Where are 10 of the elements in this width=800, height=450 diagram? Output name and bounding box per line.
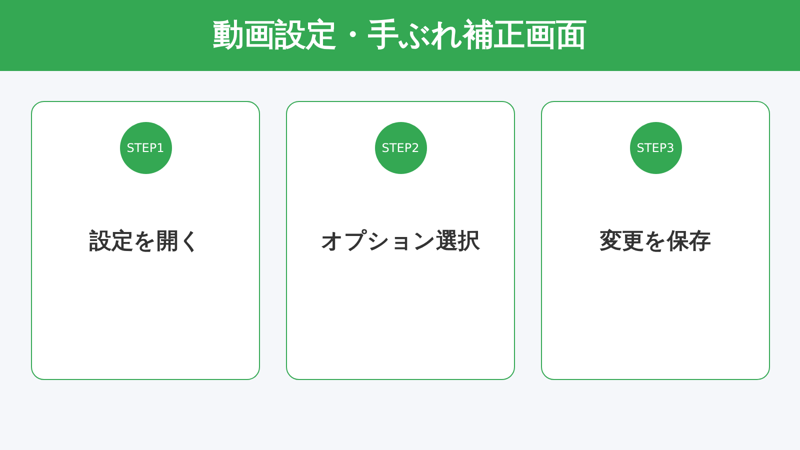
step-label: オプション選択 — [321, 228, 480, 256]
step-circle: STEP3 — [630, 122, 682, 174]
step-card — [541, 101, 770, 380]
step-circle: STEP2 — [374, 122, 426, 174]
step-card — [31, 101, 260, 380]
step-label: 変更を保存 — [600, 228, 711, 256]
step-card — [286, 101, 515, 380]
title-bar: 動画設定・手ぶれ補正画面 — [0, 0, 800, 71]
step-circle: STEP1 — [120, 122, 172, 174]
step-label: 設定を開く — [90, 228, 202, 256]
